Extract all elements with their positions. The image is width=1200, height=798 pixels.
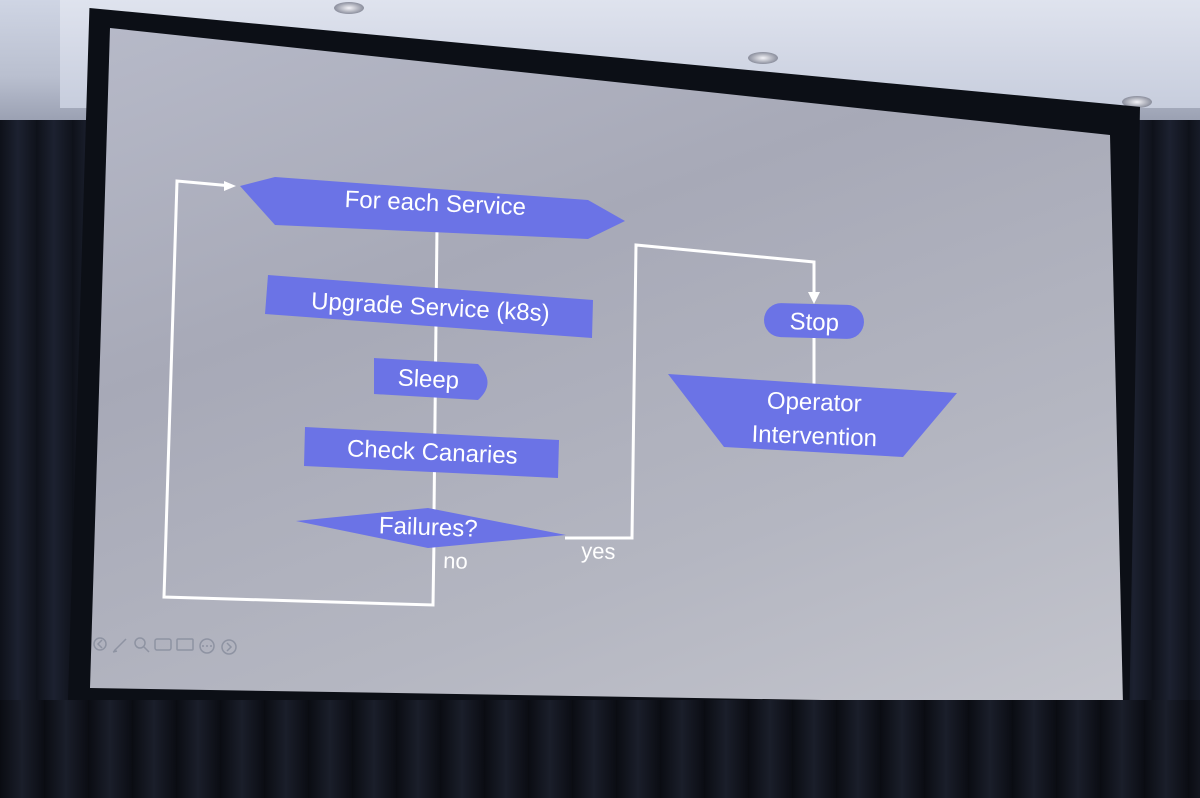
decision-node: Failures? [296, 508, 566, 548]
process-shape [265, 275, 593, 338]
delay-shape [374, 358, 488, 400]
pen-icon[interactable] [112, 638, 127, 653]
back-icon[interactable] [93, 637, 107, 651]
operator-label-line1: Operator [766, 387, 862, 417]
arrowhead-stop [808, 292, 820, 304]
connector-yes-branch [565, 243, 816, 540]
terminator-shape [764, 303, 864, 339]
operator-node: Operator Intervention [668, 374, 957, 457]
ceiling-light [1122, 96, 1152, 108]
check-node: Check Canaries [304, 427, 559, 478]
ceiling-light [334, 2, 364, 14]
forward-icon[interactable] [221, 639, 237, 655]
manual-operation-shape [668, 374, 957, 457]
operator-label-line2: Intervention [751, 421, 877, 452]
hexagon-shape [240, 177, 625, 239]
upgrade-node: Upgrade Service (k8s) [265, 275, 593, 338]
no-label: no [443, 548, 468, 574]
connector-no-loop [162, 179, 436, 607]
stop-label: Stop [789, 308, 839, 337]
subtitle-icon[interactable] [154, 638, 172, 651]
presenter-toolbar [93, 637, 237, 655]
yes-label: yes [581, 538, 616, 564]
stop-node: Stop [764, 303, 864, 339]
ceiling-light [748, 52, 778, 64]
screen-icon[interactable] [176, 638, 194, 651]
arrowhead-loop [224, 181, 236, 191]
lower-curtain [0, 700, 1200, 798]
zoom-icon[interactable] [134, 637, 150, 653]
more-icon[interactable] [199, 638, 215, 654]
sleep-node: Sleep [374, 358, 488, 400]
sleep-label: Sleep [397, 364, 460, 394]
decision-label: Failures? [378, 512, 478, 542]
loop-node: For each Service [240, 177, 625, 239]
decision-shape [296, 508, 566, 548]
process-shape [304, 427, 559, 478]
